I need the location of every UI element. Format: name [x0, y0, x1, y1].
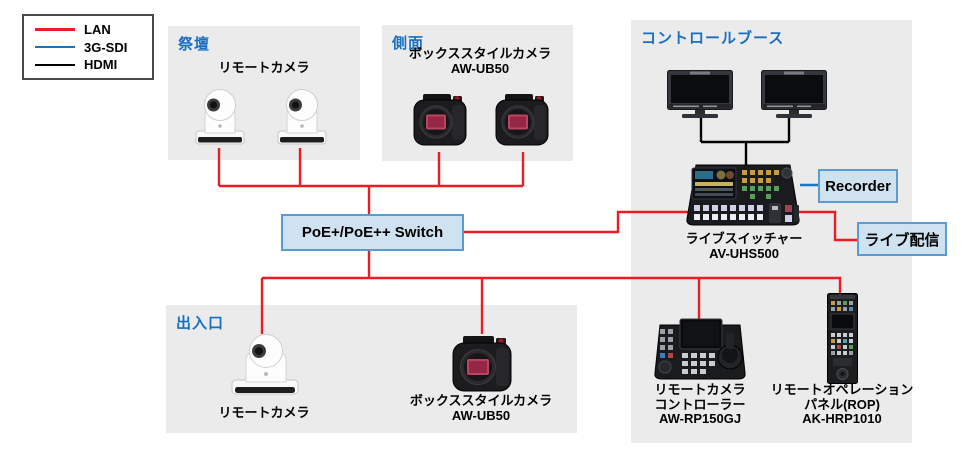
box-camera-image — [411, 92, 469, 148]
ptz-camera-image — [275, 86, 329, 148]
rop-panel-label: リモートオペレーション パネル(ROP) AK-HRP1010 — [770, 382, 914, 427]
camera-controller-image — [652, 317, 748, 383]
entrance-box-model: AW-UB50 — [451, 407, 511, 423]
hdmi-line-swatch — [35, 63, 75, 66]
live-switcher-model: AV-UHS500 — [709, 245, 779, 261]
ptz-camera-image — [228, 334, 302, 398]
monitor-image — [761, 70, 827, 122]
rop-panel-label-line1: リモートオペレーション — [770, 382, 914, 397]
sdi-line-swatch — [35, 45, 75, 49]
side-camera-label: ボックススタイルカメラ AW-UB50 — [408, 46, 552, 76]
zone-side-title: 側面 — [392, 35, 425, 52]
poe-switch-node: PoE+/PoE++ Switch — [281, 214, 464, 251]
side-camera-model: AW-UB50 — [450, 60, 510, 76]
legend-label-sdi: 3G-SDI — [84, 39, 128, 55]
legend-item-sdi: 3G-SDI — [24, 41, 152, 54]
entrance-box-label: ボックススタイルカメラ AW-UB50 — [409, 393, 553, 423]
rop-panel-image — [827, 293, 858, 384]
legend-item-hdmi: HDMI — [24, 58, 152, 71]
altar-camera-label: リモートカメラ — [218, 60, 310, 75]
lan-line-swatch — [35, 28, 75, 31]
camera-controller-label: リモートカメラ コントローラー AW-RP150GJ — [654, 382, 746, 427]
recorder-node: Recorder — [818, 169, 898, 203]
camera-controller-label-line1: リモートカメラ — [654, 382, 746, 397]
live-switcher-image — [684, 161, 802, 229]
zone-entrance-title: 出入口 — [176, 315, 225, 332]
live-streaming-node: ライブ配信 — [857, 222, 947, 256]
rop-panel-label-line2: パネル(ROP) — [804, 396, 880, 412]
legend-item-lan: LAN — [24, 23, 152, 36]
rop-panel-model: AK-HRP1010 — [802, 411, 882, 426]
live-switcher-label-line1: ライブスイッチャー — [685, 231, 803, 246]
entrance-ptz-label: リモートカメラ — [218, 405, 310, 420]
poe-switch-label: PoE+/PoE++ Switch — [301, 224, 444, 241]
legend: LAN 3G-SDI HDMI — [22, 14, 154, 80]
zone-altar-title: 祭壇 — [178, 36, 211, 53]
live-streaming-label: ライブ配信 — [864, 231, 940, 249]
legend-label-lan: LAN — [84, 21, 111, 37]
camera-controller-model: AW-RP150GJ — [658, 411, 742, 426]
side-camera-label-line1: ボックススタイルカメラ — [408, 46, 552, 61]
camera-controller-label-line2: コントローラー — [654, 396, 746, 412]
legend-label-hdmi: HDMI — [84, 57, 118, 73]
zone-control-booth-title: コントロールブース — [641, 30, 785, 47]
monitor-image — [667, 70, 733, 122]
entrance-box-label-line1: ボックススタイルカメラ — [409, 393, 553, 408]
recorder-label: Recorder — [825, 177, 891, 195]
ptz-camera-image — [193, 86, 247, 148]
box-camera-image — [450, 334, 514, 394]
live-switcher-label: ライブスイッチャー AV-UHS500 — [685, 231, 803, 261]
box-camera-image — [493, 92, 551, 148]
